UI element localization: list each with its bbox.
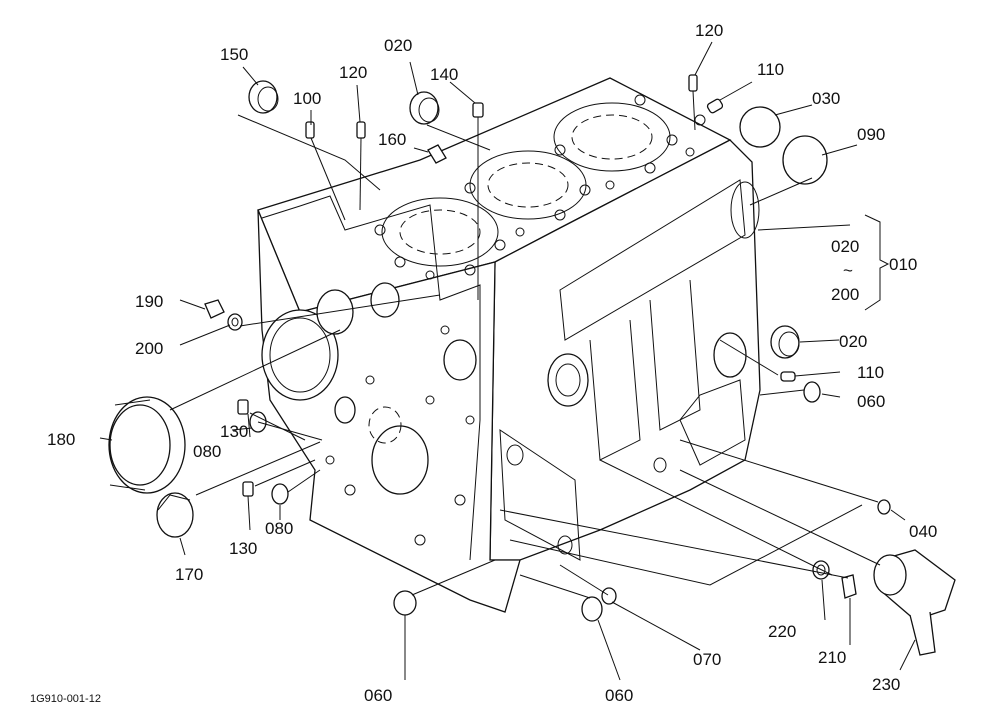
leader-lines	[99, 41, 916, 681]
label-180: 180	[47, 430, 75, 449]
label-200: 200	[135, 339, 163, 358]
label-010: 010	[889, 255, 917, 274]
label-230: 230	[872, 675, 900, 694]
label-100: 100	[293, 89, 321, 108]
label-170: 170	[175, 565, 203, 584]
label-060: 060	[364, 686, 392, 705]
label-060: 060	[857, 392, 885, 411]
label-020: 020	[839, 332, 867, 351]
label-020: 020	[831, 237, 859, 256]
label-110: 110	[757, 60, 784, 79]
figure-code: 1G910-001-12	[30, 693, 101, 705]
label-130: 130	[220, 422, 248, 441]
label-060: 060	[605, 686, 633, 705]
label-030: 030	[812, 89, 840, 108]
label-120: 120	[695, 21, 723, 40]
label-080: 080	[265, 519, 293, 538]
label-160: 160	[378, 130, 406, 149]
label-tilde: ~	[843, 261, 853, 280]
label-080: 080	[193, 442, 221, 461]
label-090: 090	[857, 125, 885, 144]
label-120: 120	[339, 63, 367, 82]
label-070: 070	[693, 650, 721, 669]
label-150: 150	[220, 45, 248, 64]
label-140: 140	[430, 65, 458, 84]
label-040: 040	[909, 522, 937, 541]
label-190: 190	[135, 292, 163, 311]
label-110: 110	[857, 363, 884, 382]
cylinder-block	[257, 77, 761, 613]
part-labels: 150 100 120 020 140 120 110 030 090 160 …	[47, 21, 937, 705]
label-210: 210	[818, 648, 846, 667]
label-130: 130	[229, 539, 257, 558]
label-200: 200	[831, 285, 859, 304]
label-220: 220	[768, 622, 796, 641]
parts	[108, 74, 956, 656]
label-020: 020	[384, 36, 412, 55]
